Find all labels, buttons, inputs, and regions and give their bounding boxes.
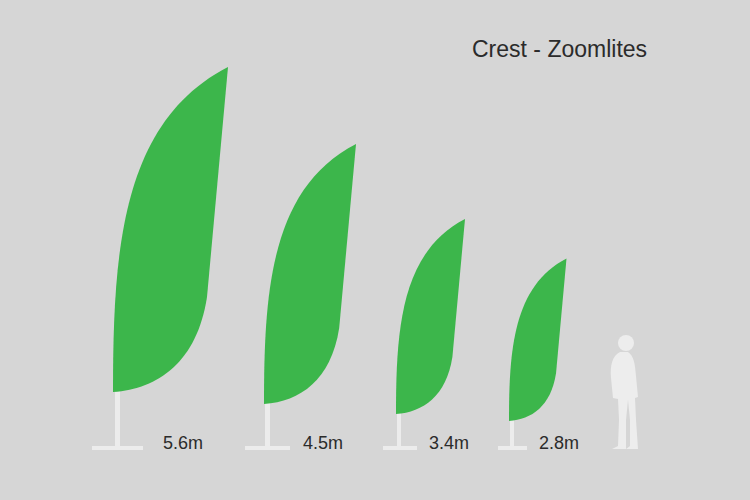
flag-28 [498,259,567,451]
height-dimension: 4.5m [303,433,343,454]
flag-34 [383,219,465,450]
person-silhouette [611,335,638,449]
height-dimension: 3.4m [429,433,469,454]
flag-45 [245,144,356,450]
height-dimension: 2.8m [539,433,579,454]
flag-56 [92,67,228,450]
diagram-title: Crest - Zoomlites [472,36,647,63]
height-dimension: 5.6m [163,433,203,454]
